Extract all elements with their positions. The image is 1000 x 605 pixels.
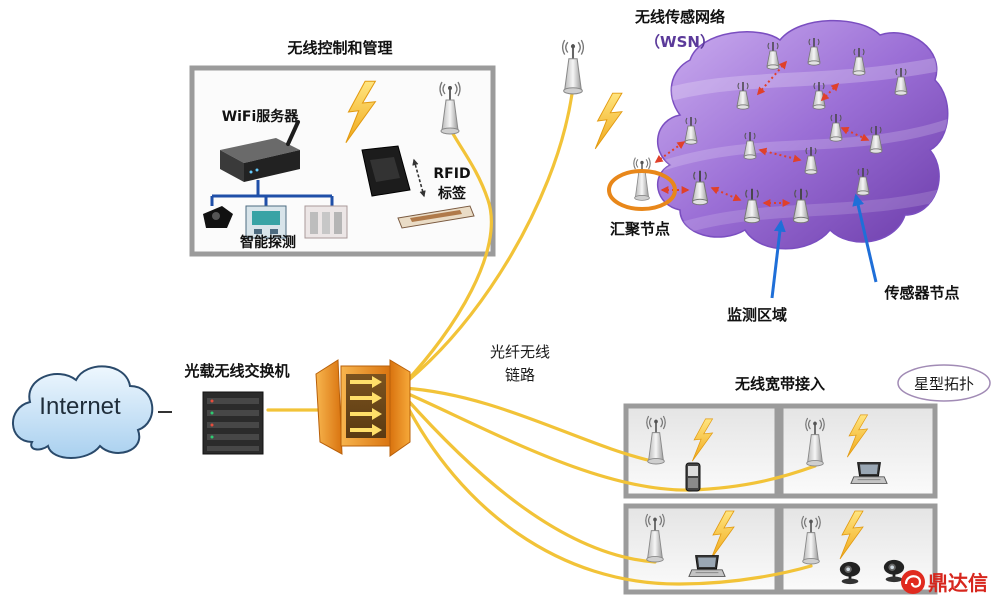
logo: 鼎达信	[901, 570, 988, 595]
webcam-icon	[838, 560, 862, 586]
access-title: 无线宽带接入	[734, 375, 825, 393]
server-icon	[220, 120, 300, 182]
fiber-link-label-line1: 光纤无线	[490, 343, 550, 361]
area-label: 监测区域	[727, 306, 787, 324]
fiber-link-label-line2: 链路	[505, 366, 535, 384]
sensor-link-arrow	[710, 186, 742, 202]
fiber-to-panel-3	[402, 394, 657, 564]
tag-label: 标签	[437, 185, 467, 202]
meter-sensor-icon	[245, 205, 287, 239]
topology-badge	[897, 364, 991, 402]
sensor-bus-lines	[210, 180, 334, 206]
switch-label: 光载无线交换机	[183, 362, 289, 380]
phone-icon	[685, 462, 701, 492]
internet-cloud: Internet	[12, 365, 154, 459]
equipment-sensor-icon	[304, 205, 348, 239]
control-title: 无线控制和管理	[286, 39, 392, 57]
server-label: WiFi服务器	[222, 108, 300, 125]
fiber-to-control-antenna	[402, 130, 493, 386]
sensor-arrow	[852, 193, 878, 283]
sensor-label: 传感器节点	[883, 284, 959, 302]
sink-node	[607, 156, 677, 211]
rfid-link-arrow	[412, 158, 426, 198]
sink-ring	[607, 169, 677, 211]
sensor-links	[654, 60, 870, 207]
sink-label: 汇聚节点	[610, 220, 670, 238]
logo-icon	[901, 570, 925, 594]
logo-text: 鼎达信	[928, 571, 988, 595]
cloud-icon	[12, 365, 154, 459]
switch-icon	[202, 391, 264, 455]
area-arrow	[770, 219, 786, 299]
fiber-to-wsn-antenna	[402, 92, 574, 386]
fiber-to-panel-1	[402, 386, 658, 464]
fiber-to-panel-4	[402, 398, 813, 586]
rfid-label: RFID	[433, 166, 470, 182]
hub-icon	[315, 359, 411, 457]
wsn-subtitle: （WSN）	[645, 33, 715, 51]
internet-label: Internet	[39, 393, 121, 420]
wsn-title: 无线传感网络	[634, 8, 725, 26]
topology-label: 星型拓扑	[914, 375, 974, 393]
sensor-link-arrow	[654, 141, 686, 163]
webcam-icon	[882, 558, 906, 584]
sensor-link-arrow	[820, 82, 840, 102]
camera-sensor-icon	[203, 206, 233, 228]
detect-label: 智能探测	[239, 234, 296, 251]
rfid-reader-icon	[361, 145, 411, 197]
rfid-tag-icon	[397, 205, 475, 229]
fiber-links	[402, 92, 817, 586]
sensor-link-arrow	[756, 60, 788, 96]
sensor-link-arrow	[758, 147, 802, 163]
fiber-to-panel-2	[402, 390, 817, 492]
